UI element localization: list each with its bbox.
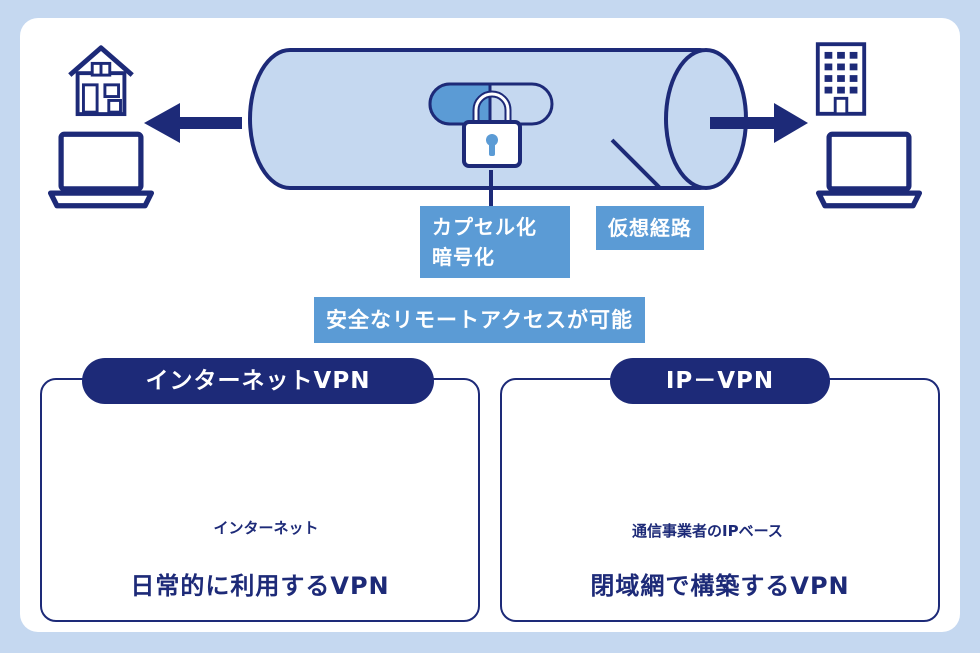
internet-vpn-caption: 日常的に利用するVPN: [130, 572, 390, 600]
arrow-left-icon: [144, 103, 242, 143]
laptop-icon: [51, 134, 152, 205]
virtual-path-label: 仮想経路: [596, 206, 704, 250]
tunnel-pipe: [248, 48, 748, 190]
carrier-ip-base-label: 通信事業者のIPベース: [632, 522, 783, 540]
laptop-icon: [819, 134, 920, 205]
ip-vpn-caption: 閉域網で構築するVPN: [590, 572, 850, 600]
ip-vpn-title: IP－VPN: [610, 358, 830, 404]
house-icon: [70, 48, 132, 114]
internet-vpn-title: インターネットVPN: [82, 358, 434, 404]
encapsulation-encryption-label: カプセル化 暗号化: [420, 206, 570, 278]
ip-vpn-panel: [500, 378, 940, 622]
encryption-text: 暗号化: [432, 245, 495, 269]
office-building-icon: [815, 42, 867, 116]
encapsulation-text: カプセル化: [432, 215, 537, 239]
remote-access-label: 安全なリモートアクセスが可能: [314, 297, 645, 343]
internet-cloud-label: インターネット: [213, 519, 319, 537]
arrow-right-icon: [710, 103, 808, 143]
